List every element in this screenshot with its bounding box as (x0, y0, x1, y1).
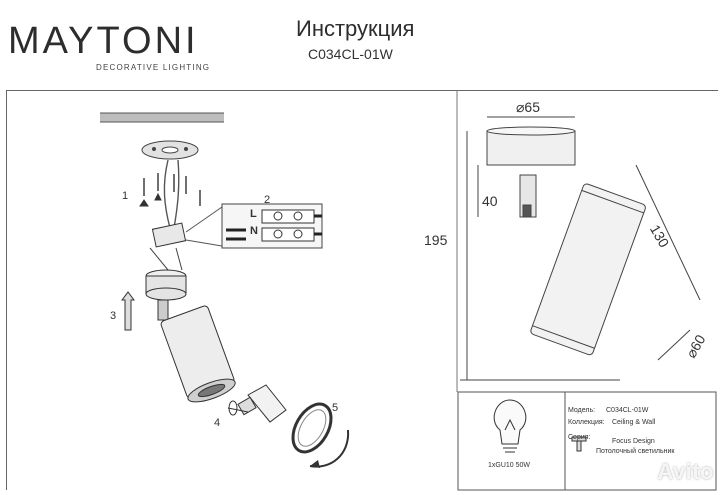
brand-logo: MAYTONI (8, 20, 199, 62)
step-arrows (121, 192, 162, 331)
ceiling-hatch (100, 112, 224, 123)
front-ring (291, 402, 350, 468)
wire-neutral-label: N (250, 225, 258, 237)
terminal-block (149, 222, 187, 271)
avito-watermark: Avito (657, 459, 714, 484)
spec-model-value: C034CL-01W (606, 407, 649, 414)
step-1-label: 1 (122, 190, 129, 202)
spec-collection-label: Коллекция: (568, 419, 605, 426)
step-5-label: 5 (332, 402, 339, 414)
spec-series-value: Focus Design (612, 438, 655, 445)
wire-live-label: L (250, 208, 257, 220)
mounting-plate (141, 140, 199, 160)
dim-base-diameter: ⌀65 (516, 99, 541, 115)
spec-collection-value: Ceiling & Wall (612, 419, 656, 426)
spec-lamp: 1xGU10 50W (488, 462, 531, 469)
dim-total-height: 195 (424, 232, 448, 248)
step-3-label: 3 (110, 310, 117, 322)
gu10-lamp (227, 384, 287, 423)
connector-detail (185, 203, 323, 249)
spec-series-label: Серия: (568, 434, 591, 441)
spotlight-body (160, 305, 236, 403)
spec-model-label: Модель: (568, 407, 596, 414)
model-number: C034CL-01W (308, 46, 393, 62)
spec-type-value: Потолочный светильник (596, 448, 675, 455)
screws (143, 159, 201, 229)
lamp-icon (493, 399, 527, 453)
drawing-frame (6, 90, 718, 490)
step-4-label: 4 (214, 417, 221, 429)
dimension-drawing (460, 116, 701, 381)
ceiling-lamp-icon (571, 436, 587, 452)
dim-base-height: 40 (482, 193, 498, 209)
document-title: Инструкция (296, 16, 415, 41)
canopy (145, 269, 187, 321)
brand-tagline: DECORATIVE LIGHTING (96, 63, 211, 72)
step-2-label: 2 (264, 194, 271, 206)
